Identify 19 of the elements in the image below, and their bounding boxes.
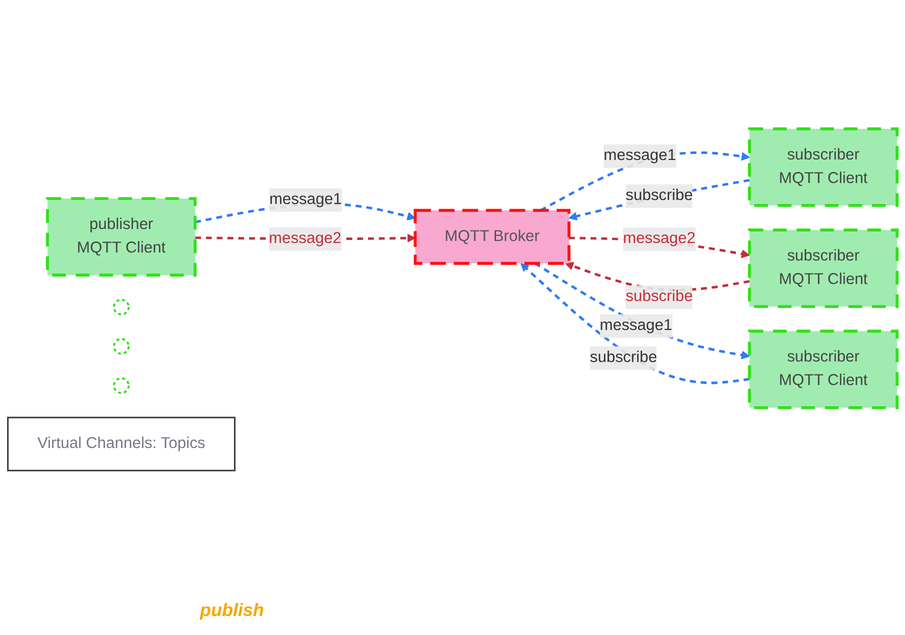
node-box: MQTT Broker [414,209,570,266]
edge-label: message2 [622,230,696,248]
node-circle [112,378,130,394]
edge-label: subscribe [590,350,658,366]
node-circle [112,338,130,355]
node-box: subscriber MQTT Client [748,330,899,410]
node-box: subscriber MQTT Client [748,128,899,208]
edge-label: message1 [604,148,676,164]
note-label: publish [200,600,264,621]
edge-label: message2 [268,230,342,248]
edge-label: subscribe [626,188,693,204]
node-circle [112,299,130,316]
node-box: Virtual Channels: Topics [7,417,236,472]
edge-label: subscribe [626,288,693,306]
edge-label: message1 [600,318,672,334]
edge-label: message1 [269,191,342,208]
node-box: publisher MQTT Client [46,197,197,277]
arrow [540,152,750,212]
node-box: subscriber MQTT Client [748,228,899,308]
